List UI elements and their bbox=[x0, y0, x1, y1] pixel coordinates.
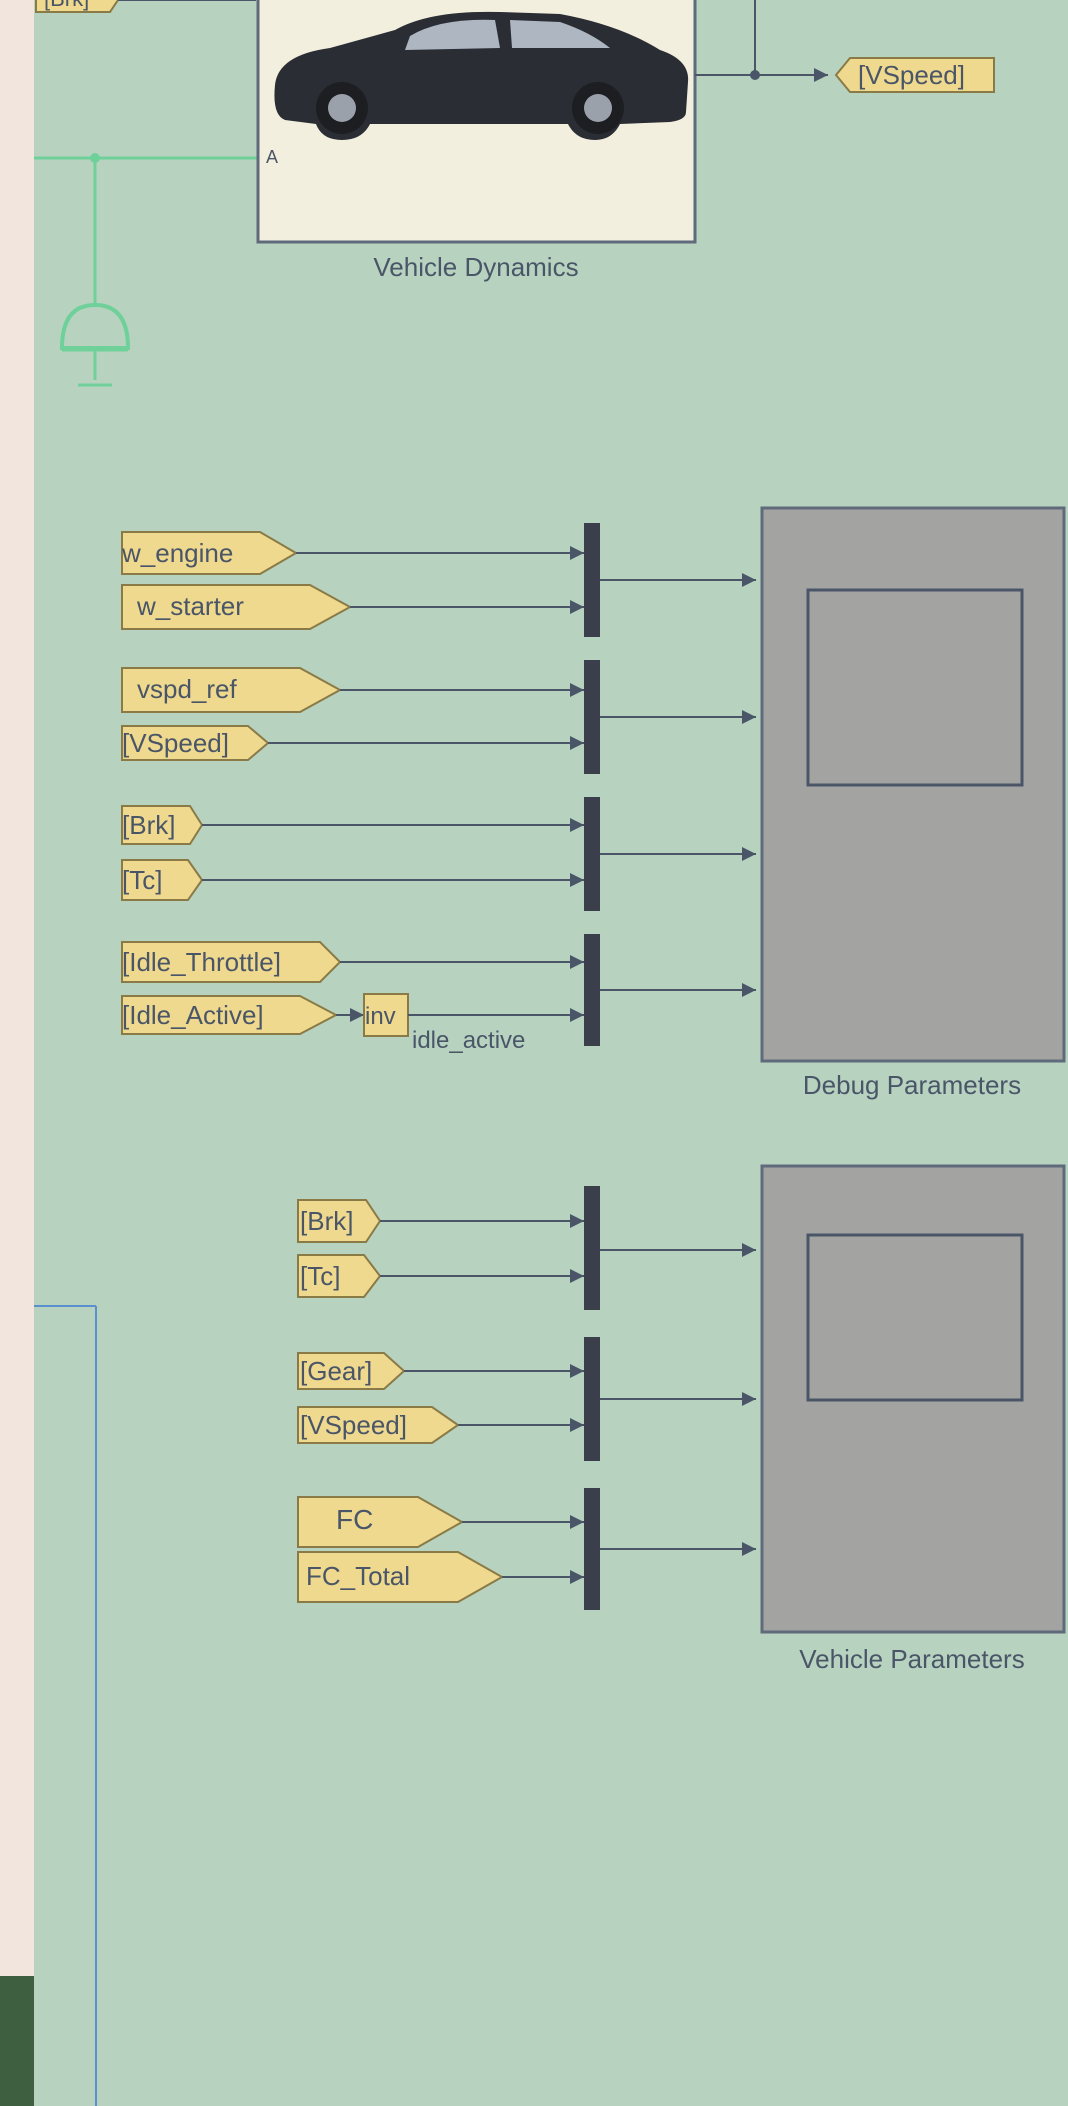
debug-parameters-label: Debug Parameters bbox=[803, 1070, 1021, 1100]
tag-w-engine[interactable]: w_engine bbox=[121, 531, 298, 575]
tag-brk-text: [Brk] bbox=[122, 810, 175, 840]
brk-goto-text: [Brk] bbox=[44, 0, 89, 11]
mux-block[interactable] bbox=[584, 660, 600, 774]
tag-tc-2-text: [Tc] bbox=[300, 1261, 340, 1291]
mux-block[interactable] bbox=[584, 1186, 600, 1310]
mux-block[interactable] bbox=[584, 523, 600, 637]
mux-block[interactable] bbox=[584, 1488, 600, 1610]
tag-fc-total-text: FC_Total bbox=[306, 1561, 410, 1591]
tag-fc-total[interactable]: FC_Total bbox=[297, 1551, 505, 1603]
physical-connection[interactable] bbox=[34, 153, 258, 305]
tag-tc[interactable]: [Tc] bbox=[121, 859, 204, 901]
tag-vspd-ref[interactable]: vspd_ref bbox=[121, 667, 343, 713]
tag-idle-throttle[interactable]: [Idle_Throttle] bbox=[121, 941, 342, 983]
mux-block[interactable] bbox=[584, 797, 600, 911]
tag-tc-2[interactable]: [Tc] bbox=[297, 1254, 382, 1298]
tag-idle-throttle-text: [Idle_Throttle] bbox=[122, 947, 281, 977]
panel-footer bbox=[0, 1976, 34, 2106]
tag-vspeed-text: [VSpeed] bbox=[122, 728, 229, 758]
tag-idle-active[interactable]: [Idle_Active] bbox=[121, 995, 339, 1035]
tag-vspeed[interactable]: [VSpeed] bbox=[121, 725, 270, 761]
not-block-text: inv bbox=[365, 1003, 396, 1030]
vehicle-scope-block[interactable] bbox=[760, 1164, 1066, 1634]
vehicle-dynamics-block[interactable]: A bbox=[256, 0, 697, 244]
scope-screen bbox=[806, 588, 1024, 787]
not-block[interactable]: inv bbox=[363, 993, 409, 1037]
browser-panel bbox=[0, 0, 34, 2106]
tag-gear-text: [Gear] bbox=[300, 1356, 372, 1386]
tag-fc[interactable]: FC bbox=[297, 1496, 465, 1548]
vspeed-output-signal[interactable] bbox=[695, 0, 828, 82]
blue-signal-line[interactable] bbox=[34, 1305, 97, 2106]
signal-label-idle-active: idle_active bbox=[412, 1027, 525, 1054]
mux-block[interactable] bbox=[584, 934, 600, 1046]
tag-brk-2[interactable]: [Brk] bbox=[297, 1199, 382, 1243]
vehicle-parameters-label: Vehicle Parameters bbox=[799, 1644, 1024, 1674]
tag-brk[interactable]: [Brk] bbox=[121, 805, 204, 845]
tag-vspeed-2-text: [VSpeed] bbox=[300, 1410, 407, 1440]
tag-gear[interactable]: [Gear] bbox=[297, 1352, 406, 1390]
ground-icon[interactable] bbox=[59, 302, 131, 387]
tag-w-starter-text: w_starter bbox=[136, 591, 244, 621]
car-icon bbox=[274, 11, 689, 141]
tag-vspd-ref-text: vspd_ref bbox=[137, 674, 237, 704]
vspeed-goto-tag[interactable]: [VSpeed] bbox=[834, 57, 995, 93]
scope-screen bbox=[806, 1233, 1024, 1402]
tag-w-engine-text: w_engine bbox=[121, 538, 233, 568]
debug-scope-block[interactable] bbox=[760, 506, 1066, 1063]
tag-vspeed-2[interactable]: [VSpeed] bbox=[297, 1406, 460, 1444]
tag-brk-2-text: [Brk] bbox=[300, 1206, 353, 1236]
tag-fc-text: FC bbox=[336, 1504, 373, 1535]
brk-goto-tag-partial[interactable]: [Brk] bbox=[35, 0, 120, 13]
mux-block[interactable] bbox=[584, 1337, 600, 1461]
tag-w-starter[interactable]: w_starter bbox=[121, 584, 353, 630]
vspeed-goto-text: [VSpeed] bbox=[858, 60, 965, 90]
tag-tc-text: [Tc] bbox=[122, 865, 162, 895]
port-label-a: A bbox=[266, 147, 278, 167]
vehicle-dynamics-label: Vehicle Dynamics bbox=[373, 252, 578, 282]
tag-idle-active-text: [Idle_Active] bbox=[122, 1000, 264, 1030]
